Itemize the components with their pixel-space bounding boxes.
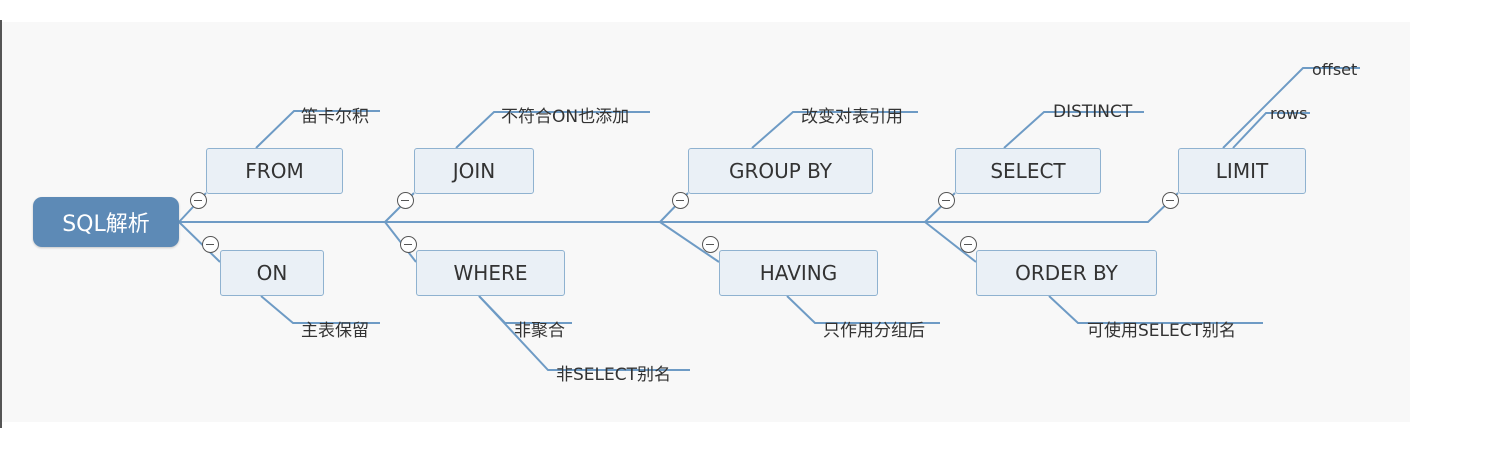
collapse-toggle-where[interactable] — [400, 236, 417, 253]
node-on[interactable]: ON — [220, 250, 324, 296]
node-where-label: WHERE — [453, 261, 528, 285]
node-join[interactable]: JOIN — [414, 148, 534, 194]
root-node[interactable]: SQL解析 — [33, 197, 179, 247]
node-select-label: SELECT — [990, 159, 1066, 183]
note-having: 只作用分组后 — [823, 321, 925, 341]
collapse-toggle-order-by[interactable] — [960, 236, 977, 253]
node-join-label: JOIN — [452, 159, 496, 183]
collapse-toggle-join[interactable] — [397, 192, 414, 209]
node-on-label: ON — [256, 261, 288, 285]
note-group-by: 改变对表引用 — [801, 107, 903, 127]
node-from-label: FROM — [245, 159, 304, 183]
note-line-limit-1 — [1222, 67, 1360, 149]
collapse-toggle-from[interactable] — [190, 192, 207, 209]
connector-on — [178, 221, 221, 263]
note-line-on — [260, 295, 380, 324]
root-label: SQL解析 — [62, 212, 150, 237]
note-line-having — [786, 295, 940, 324]
node-limit-label: LIMIT — [1215, 159, 1269, 183]
note-where-2: 非SELECT别名 — [556, 365, 671, 385]
note-join: 不符合ON也添加 — [501, 107, 630, 127]
note-line-order-by — [1048, 295, 1263, 324]
collapse-toggle-select[interactable] — [938, 192, 955, 209]
node-where[interactable]: WHERE — [416, 250, 565, 296]
node-select[interactable]: SELECT — [955, 148, 1101, 194]
node-from[interactable]: FROM — [206, 148, 343, 194]
note-line-select — [1003, 111, 1144, 149]
note-limit-rows: rows — [1270, 104, 1308, 123]
note-from: 笛卡尔积 — [301, 107, 369, 127]
note-order-by: 可使用SELECT别名 — [1087, 321, 1236, 341]
note-limit-offset: offset — [1312, 60, 1358, 79]
connector-having — [659, 221, 720, 263]
collapse-toggle-on[interactable] — [202, 236, 219, 253]
node-group-by-label: GROUP BY — [728, 159, 833, 183]
collapse-toggle-limit[interactable] — [1162, 192, 1179, 209]
connector-order-by — [924, 221, 977, 263]
collapse-toggle-having[interactable] — [702, 236, 719, 253]
canvas-left-border — [0, 20, 2, 428]
node-having[interactable]: HAVING — [719, 250, 878, 296]
note-on: 主表保留 — [301, 321, 369, 341]
node-limit[interactable]: LIMIT — [1178, 148, 1306, 194]
node-having-label: HAVING — [759, 261, 838, 285]
note-line-group-by — [751, 111, 918, 149]
note-line-from — [255, 110, 380, 149]
collapse-toggle-group-by[interactable] — [672, 192, 689, 209]
note-line-limit-2 — [1232, 112, 1310, 149]
node-group-by[interactable]: GROUP BY — [688, 148, 873, 194]
node-order-by[interactable]: ORDER BY — [976, 250, 1157, 296]
note-line-join — [455, 111, 650, 149]
note-select: DISTINCT — [1053, 102, 1133, 122]
note-line-where-2 — [478, 295, 690, 371]
node-order-by-label: ORDER BY — [1015, 261, 1118, 285]
note-where-1: 非聚合 — [514, 321, 565, 341]
